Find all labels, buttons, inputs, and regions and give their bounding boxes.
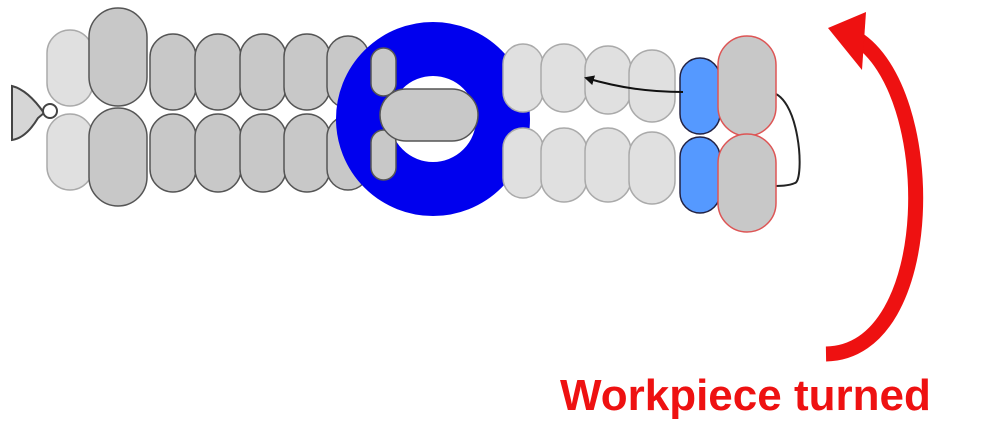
bead	[679, 136, 721, 214]
bead	[88, 107, 148, 207]
bead	[628, 131, 676, 205]
bead	[46, 29, 94, 107]
blue-beads	[679, 57, 721, 214]
small-beads-on-ring	[370, 47, 397, 181]
left-medium-beads-bottom	[149, 113, 370, 193]
bead	[717, 133, 777, 233]
bead	[379, 88, 479, 142]
bell-cap-icon	[11, 84, 58, 142]
right-light-beads	[502, 43, 676, 205]
left-medium-beads-top	[149, 33, 370, 111]
blue-ring	[336, 22, 530, 216]
bead	[88, 7, 148, 107]
bead	[628, 49, 676, 123]
bead	[584, 127, 632, 203]
bead	[149, 113, 197, 193]
caption-workpiece-turned: Workpiece turned	[560, 371, 931, 420]
thread-path	[584, 75, 801, 187]
bead	[502, 127, 544, 199]
horizontal-bead	[379, 88, 479, 142]
bead	[540, 43, 588, 113]
bead	[502, 43, 544, 113]
curved-turn-arrow-icon	[825, 12, 924, 362]
thread-loop	[767, 91, 801, 187]
bead	[194, 113, 242, 193]
bead	[370, 129, 397, 181]
left-large-beads	[88, 7, 148, 207]
bead	[239, 33, 287, 111]
bead	[679, 57, 721, 135]
bead	[194, 33, 242, 111]
bead	[370, 47, 397, 97]
bead	[283, 33, 331, 111]
bead	[540, 127, 588, 203]
bead	[46, 113, 94, 191]
bead	[239, 113, 287, 193]
bead	[149, 33, 197, 111]
thread-direction-arrow-icon	[584, 75, 684, 93]
bead	[283, 113, 331, 193]
bead	[717, 35, 777, 137]
end-beads	[717, 35, 777, 233]
